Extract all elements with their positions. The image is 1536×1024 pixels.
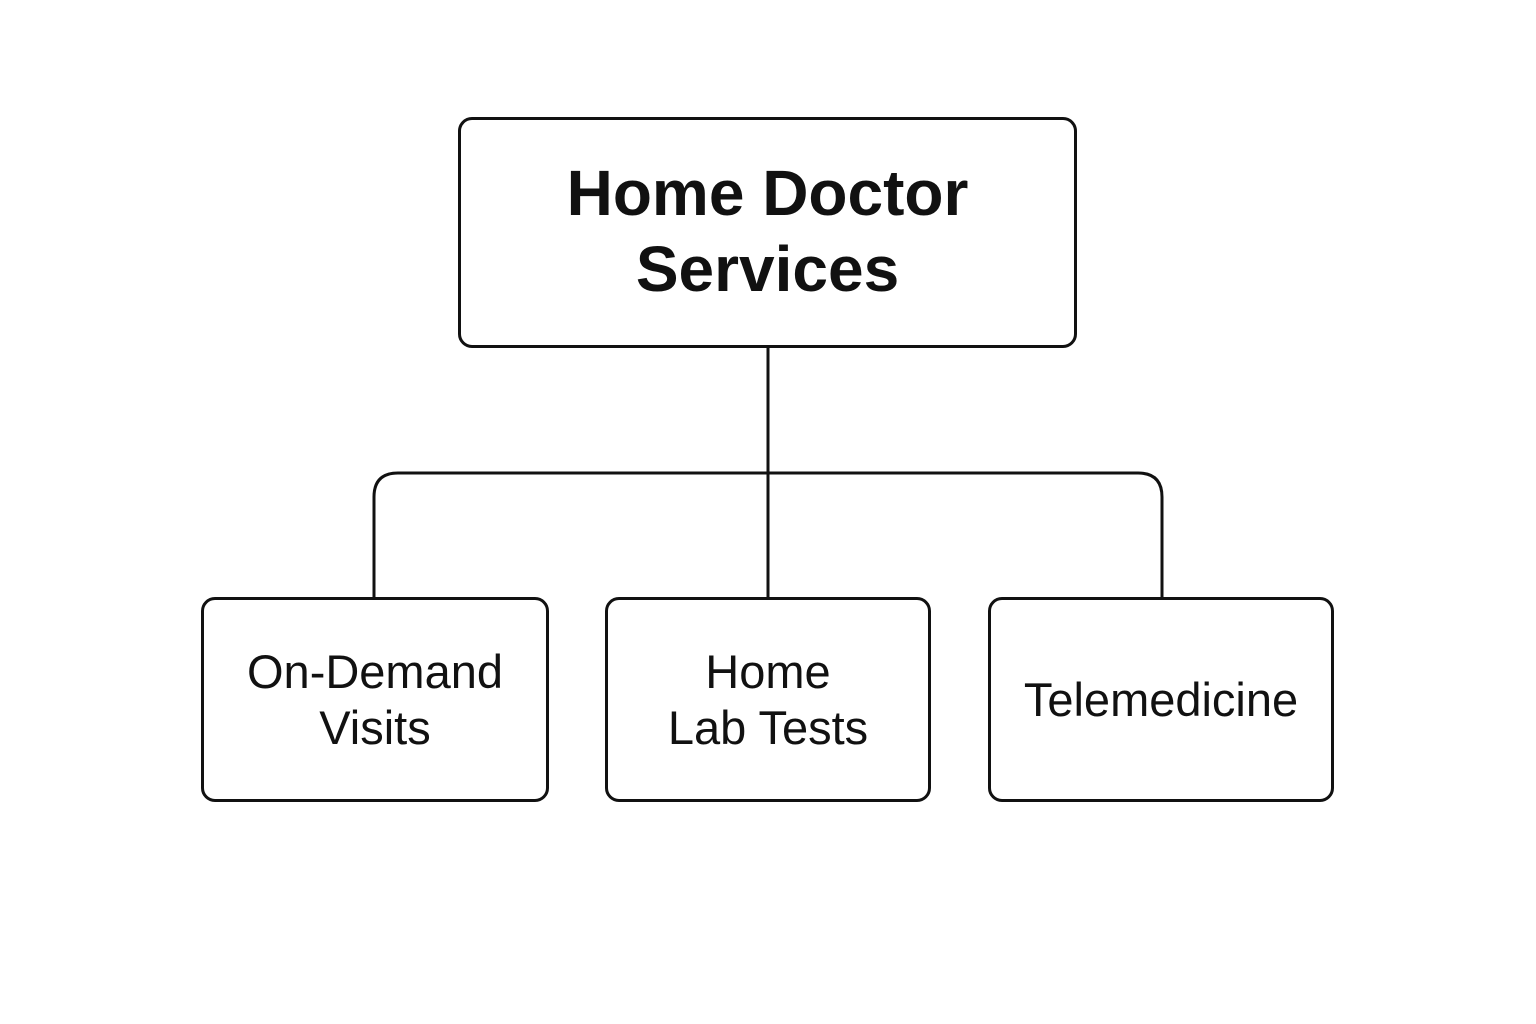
child-node-label: On-Demand Visits (247, 644, 503, 756)
root-node-line-2: Services (635, 232, 900, 305)
child-node-home-lab-tests: Home Lab Tests (605, 597, 931, 802)
root-node: Home Doctor Services (458, 117, 1077, 348)
branch-bar-connector (372, 471, 1164, 597)
root-node-label: Home Doctor Services (567, 155, 969, 307)
child-node-line-2: Lab Tests (667, 700, 869, 754)
child-node-label: Telemedicine (1024, 672, 1298, 728)
child-node-line-1: Telemedicine (1023, 672, 1299, 726)
child-node-on-demand-visits: On-Demand Visits (201, 597, 549, 802)
child-node-line-1: Home (705, 644, 831, 698)
child-node-label: Home Lab Tests (668, 644, 868, 756)
child-node-line-2: Visits (319, 700, 431, 754)
root-node-line-1: Home Doctor (566, 156, 969, 229)
child-node-line-1: On-Demand (247, 644, 503, 698)
child-node-telemedicine: Telemedicine (988, 597, 1334, 802)
